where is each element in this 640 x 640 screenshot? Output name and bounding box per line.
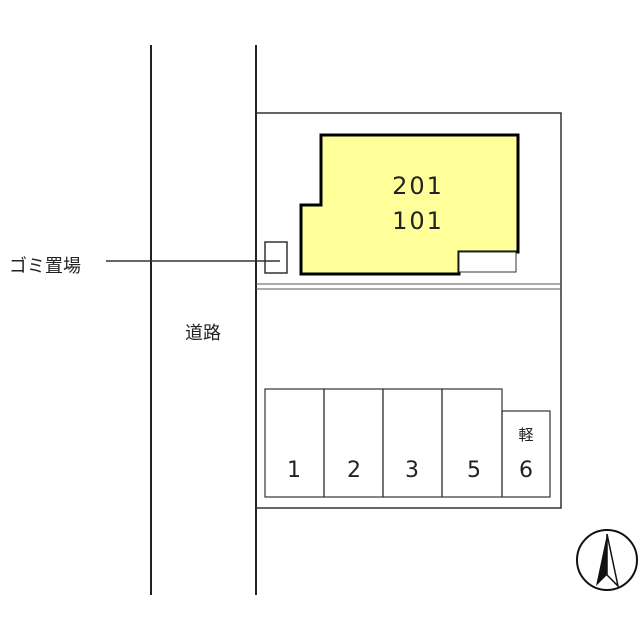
parking-number-3: 3 — [405, 458, 419, 483]
lot-boundary — [256, 112, 562, 509]
road-label: 道路 — [185, 323, 221, 344]
building-annex — [458, 251, 517, 273]
parking-number-1: 1 — [287, 458, 301, 483]
parking-number-5: 5 — [467, 458, 481, 483]
room-number-upper: 201 — [392, 172, 444, 200]
room-number-lower: 101 — [392, 207, 444, 235]
parking-number-6: 6 — [519, 458, 533, 483]
building — [299, 133, 520, 276]
parking-number-2: 2 — [347, 458, 361, 483]
kei-car-label: 軽 — [518, 426, 534, 444]
garbage-area-label: ゴミ置場 — [9, 256, 81, 277]
parking-spot-kei — [501, 410, 551, 498]
garbage-area-box — [264, 241, 288, 274]
north-arrow-icon — [576, 529, 638, 591]
